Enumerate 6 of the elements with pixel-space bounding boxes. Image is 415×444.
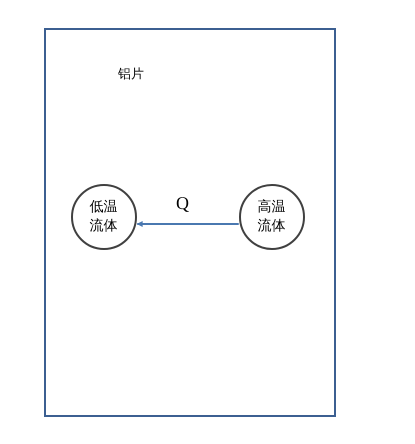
arrow (136, 221, 239, 227)
plate-frame (44, 28, 336, 417)
fluid-label: 高温流体 (258, 198, 286, 235)
edge-label: Q (175, 194, 190, 212)
plate-label: 铝片 (118, 67, 144, 84)
fluid-label: 低温流体 (90, 198, 118, 235)
